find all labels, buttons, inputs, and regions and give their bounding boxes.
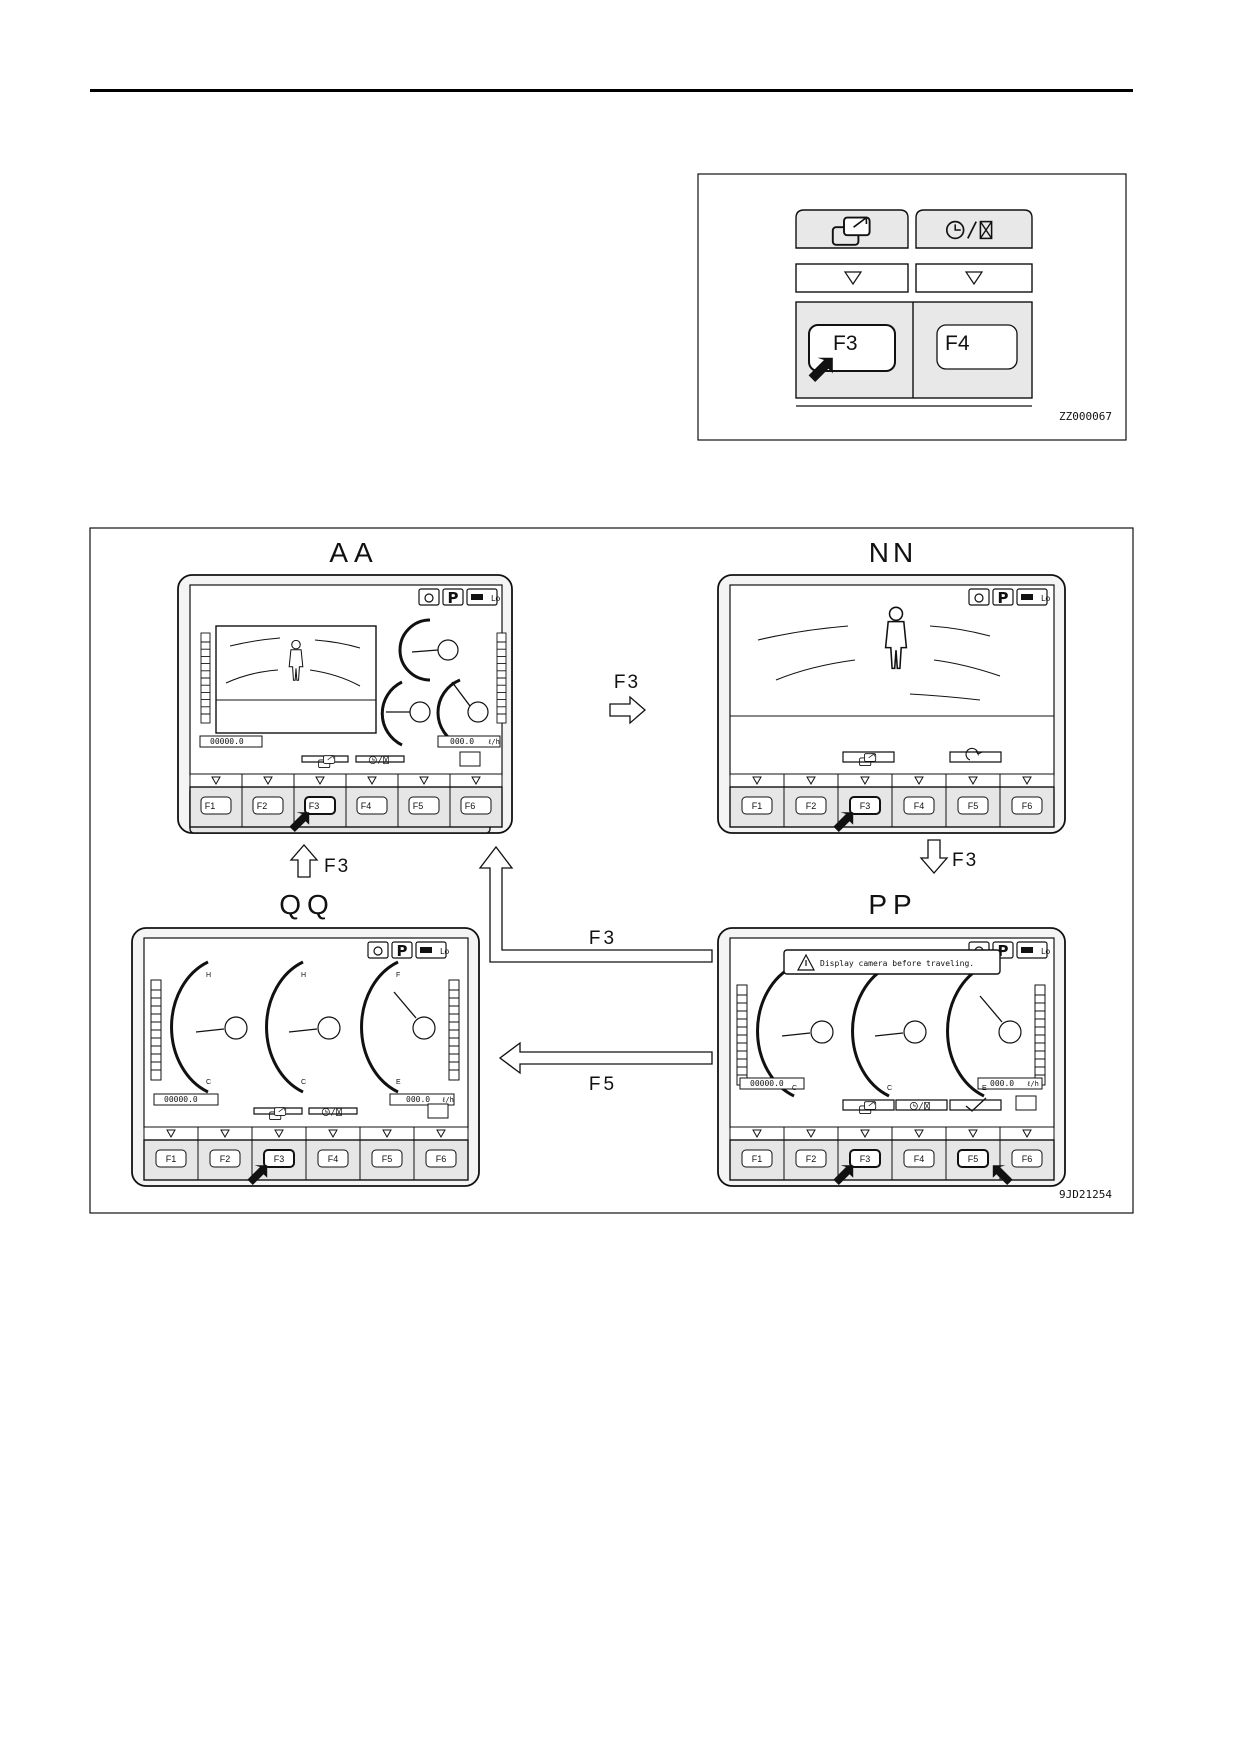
panel-qq-key-f4: F4	[328, 1154, 339, 1164]
panel-pp-rate-unit: ℓ/h	[1027, 1080, 1039, 1088]
inset-box	[697, 173, 1127, 441]
qq-gauge3-full: F	[396, 972, 400, 979]
arrow-pp-to-aa	[478, 845, 713, 963]
figure-code: 9JD21254	[1059, 1188, 1112, 1201]
inset-key-f4: F4	[945, 332, 970, 355]
panel-aa-key-f6: F6	[465, 801, 476, 811]
panel-pp-key-f6: F6	[1022, 1154, 1033, 1164]
panel-pp-key-f5: F5	[968, 1154, 979, 1164]
panel-pp-key-f4: F4	[914, 1154, 925, 1164]
label-aa-to-nn: F3	[614, 672, 640, 693]
panel-aa-key-f1: F1	[205, 801, 216, 811]
panel-qq	[131, 927, 480, 1187]
panel-aa-key-f5: F5	[413, 801, 424, 811]
header-rule	[90, 89, 1133, 92]
panel-aa-rate-unit: ℓ/h	[488, 738, 500, 746]
inset-code: ZZ000067	[1059, 410, 1112, 423]
panel-qq-rate: 000.0	[406, 1095, 430, 1104]
pp-gauge1-low: C	[792, 1085, 797, 1092]
panel-pp-key-f3: F3	[860, 1154, 871, 1164]
panel-aa-title: AA	[329, 537, 378, 568]
panel-nn	[717, 574, 1066, 834]
panel-nn-key-f5: F5	[968, 801, 979, 811]
label-nn-to-pp: F3	[952, 850, 978, 871]
panel-pp-key-f2: F2	[806, 1154, 817, 1164]
qq-gauge3-empty: E	[396, 1079, 401, 1086]
arrow-aa-to-nn	[609, 695, 646, 725]
panel-nn-key-f4: F4	[914, 801, 925, 811]
inset-key-f3: F3	[833, 332, 858, 355]
panel-qq-rate-unit: ℓ/h	[442, 1096, 454, 1104]
panel-qq-key-f1: F1	[166, 1154, 177, 1164]
panel-aa	[177, 574, 513, 834]
panel-qq-key-f2: F2	[220, 1154, 231, 1164]
panel-aa-odometer: 00000.0	[210, 737, 244, 746]
qq-gauge2-low: C	[301, 1079, 306, 1086]
panel-pp	[717, 927, 1066, 1187]
panel-qq-key-f3: F3	[274, 1154, 285, 1164]
panel-pp-rate: 000.0	[990, 1079, 1014, 1088]
qq-gauge2-high: H	[301, 972, 306, 979]
panel-nn-key-f6: F6	[1022, 801, 1033, 811]
panel-aa-key-f2: F2	[257, 801, 268, 811]
panel-aa-key-f3: F3	[309, 801, 320, 811]
qq-gauge1-high: H	[206, 972, 211, 979]
panel-nn-key-f2: F2	[806, 801, 817, 811]
pp-gauge3-empty: E	[982, 1085, 987, 1092]
label-qq-to-aa: F3	[324, 856, 350, 877]
panel-qq-title: QQ	[279, 889, 335, 920]
panel-pp-warning: Display camera before traveling.	[820, 959, 974, 968]
label-pp-to-aa: F3	[589, 928, 617, 949]
panel-qq-odometer: 00000.0	[164, 1095, 198, 1104]
panel-qq-key-f6: F6	[436, 1154, 447, 1164]
panel-nn-key-f3: F3	[860, 801, 871, 811]
panel-aa-rate: 000.0	[450, 737, 474, 746]
arrow-nn-to-pp	[919, 839, 949, 874]
panel-nn-title: NN	[869, 537, 917, 568]
panel-qq-key-f5: F5	[382, 1154, 393, 1164]
panel-pp-odometer: 00000.0	[750, 1079, 784, 1088]
panel-aa-key-f4: F4	[361, 801, 372, 811]
arrow-qq-to-aa	[289, 844, 319, 878]
panel-pp-key-f1: F1	[752, 1154, 763, 1164]
pp-gauge2-low: C	[887, 1085, 892, 1092]
arrow-pp-to-qq	[498, 1041, 713, 1075]
qq-gauge1-low: C	[206, 1079, 211, 1086]
panel-pp-title: PP	[868, 889, 917, 920]
panel-nn-key-f1: F1	[752, 801, 763, 811]
label-pp-to-qq: F5	[589, 1074, 617, 1095]
